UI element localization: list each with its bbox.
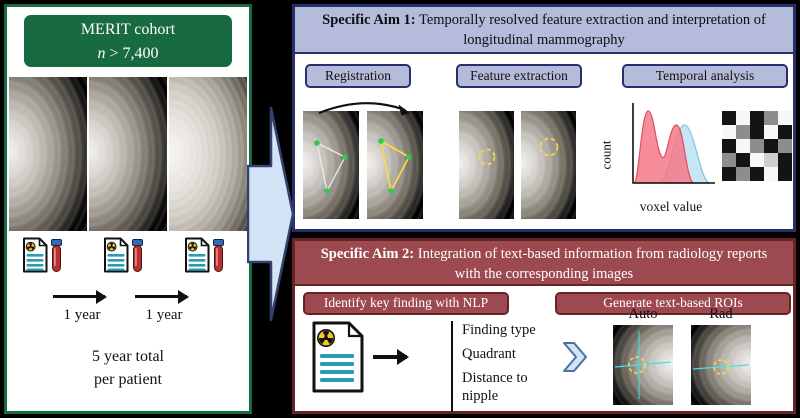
aim2-header-text: Integration of text-based information fr… — [414, 246, 768, 283]
temporal-analysis-step-box: Temporal analysis — [622, 64, 788, 88]
cohort-title-line2: n > 7,400 — [24, 42, 232, 66]
cohort-title-box: MERIT cohort n > 7,400 — [24, 15, 232, 67]
mammogram-timepoint-2 — [89, 77, 167, 231]
radioactive-icon — [108, 243, 116, 250]
registration-mammogram-2 — [367, 111, 423, 219]
radioactive-icon — [318, 330, 334, 345]
cohort-title-line1: MERIT cohort — [80, 21, 176, 38]
aim1-header-text: Temporally resolved feature extraction a… — [415, 12, 766, 49]
timeline-label-1: 1 year — [63, 307, 101, 323]
heatmap-cell — [736, 125, 750, 139]
heatmap-cell — [722, 167, 736, 181]
heatmap-cell — [750, 125, 764, 139]
timeline-arrow-2 — [135, 289, 189, 304]
heatmap-cell — [778, 139, 792, 153]
auto-roi-mammogram — [613, 325, 673, 405]
histogram-y-axis-label: count — [598, 140, 614, 170]
heatmap-cell — [750, 167, 764, 181]
aim1-panel: Specific Aim 1: Temporally resolved feat… — [292, 4, 796, 232]
mammogram-timepoint-3 — [169, 77, 247, 231]
feature-mammogram-1 — [459, 111, 514, 219]
histogram-x-axis-label: voxel value — [639, 199, 703, 214]
registration-mammogram-1 — [303, 111, 359, 219]
heatmap-cell — [764, 153, 778, 167]
heatmap-cell — [750, 153, 764, 167]
auto-roi-label: Auto — [628, 306, 658, 322]
aim1-header: Specific Aim 1: Temporally resolved feat… — [295, 7, 793, 54]
feature-mammogram-2 — [521, 111, 576, 219]
heatmap-cell — [722, 111, 736, 125]
nlp-findings-list: Finding type Quadrant Distance to nipple — [451, 321, 557, 412]
auto-roi-overlay — [614, 331, 672, 399]
aim2-header-bold: Specific Aim 2: — [320, 246, 415, 262]
finding-item-3: Distance to nipple — [462, 370, 528, 405]
report-text-lines — [320, 354, 354, 382]
blood-vial-icon — [132, 239, 143, 272]
heatmap-cell — [764, 167, 778, 181]
timeline-arrow-1 — [53, 289, 107, 304]
heatmap-cell — [736, 111, 750, 125]
heatmap-cell — [778, 167, 792, 181]
rad-roi-overlay — [692, 359, 750, 375]
visit-icons-2 — [103, 237, 144, 273]
cohort-duration-label: 5 year total per patient — [7, 345, 249, 391]
blood-vial-icon — [51, 239, 62, 272]
cohort-n-symbol: n — [97, 45, 106, 62]
radiology-report-icon — [23, 237, 48, 273]
heatmap-cell — [736, 167, 750, 181]
rad-roi-mammogram — [691, 325, 751, 405]
report-text-lines — [188, 254, 206, 271]
heatmap-cell — [722, 139, 736, 153]
radioactive-icon — [189, 243, 197, 250]
cohort-n-value: > 7,400 — [105, 45, 159, 62]
nlp-step-box: Identify key finding with NLP — [303, 292, 509, 315]
finding-item-1: Finding type — [462, 322, 536, 338]
heatmap-cell — [778, 125, 792, 139]
temporal-heatmap-icon — [722, 111, 792, 181]
feature-extraction-step-box: Feature extraction — [456, 64, 582, 88]
heatmap-cell — [750, 111, 764, 125]
heatmap-cell — [736, 153, 750, 167]
visit-icons-3 — [184, 237, 225, 273]
heatmap-cell — [722, 153, 736, 167]
rad-roi-label: Rad — [709, 306, 733, 322]
aim2-panel: Specific Aim 2: Integration of text-base… — [292, 238, 796, 414]
heatmap-cell — [736, 139, 750, 153]
voxel-histogram: count voxel value — [598, 99, 725, 223]
report-text-lines — [107, 254, 125, 271]
flow-arrow — [247, 106, 295, 322]
blood-vial-icon — [213, 239, 224, 272]
duration-line2: per patient — [94, 371, 162, 389]
registration-step-box: Registration — [305, 64, 411, 88]
timeline-label-2: 1 year — [145, 307, 183, 323]
cohort-panel: MERIT cohort n > 7,400 — [4, 4, 252, 414]
heatmap-cell — [764, 139, 778, 153]
report-text-lines — [26, 254, 44, 271]
heatmap-cell — [778, 153, 792, 167]
radiology-report-icon — [185, 237, 210, 273]
finding-item-2: Quadrant — [462, 346, 516, 363]
heatmap-cell — [750, 139, 764, 153]
aim1-header-bold: Specific Aim 1: — [322, 12, 416, 28]
aim2-header: Specific Aim 2: Integration of text-base… — [295, 241, 793, 286]
chevron-right-icon — [563, 342, 587, 372]
feature-extraction-images — [459, 95, 577, 223]
registration-images — [303, 95, 425, 223]
nlp-arrow — [373, 349, 409, 365]
histogram-plot — [632, 103, 715, 184]
mammogram-timepoint-1 — [9, 77, 87, 231]
heatmap-cell — [722, 125, 736, 139]
radiology-report-icon — [104, 237, 129, 273]
radioactive-icon — [27, 243, 35, 250]
heatmap-cell — [764, 111, 778, 125]
radiology-report-icon — [312, 321, 364, 393]
duration-line1: 5 year total — [92, 348, 164, 365]
heatmap-cell — [778, 111, 792, 125]
roi-step-box: Generate text-based ROIs — [555, 292, 791, 315]
heatmap-cell — [764, 125, 778, 139]
visit-icons-1 — [22, 237, 63, 273]
